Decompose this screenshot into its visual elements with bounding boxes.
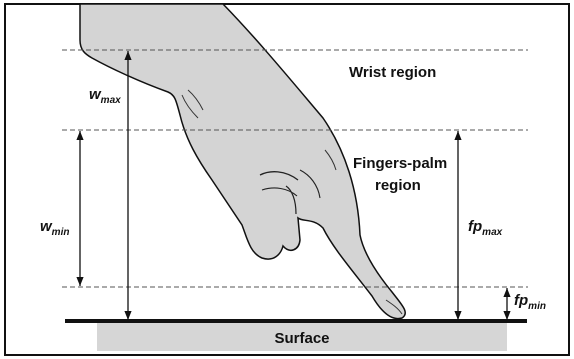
fp-max-subscript: max — [482, 227, 502, 238]
w-max-subscript: max — [101, 95, 121, 106]
w-min-subscript: min — [52, 227, 70, 238]
region-label: region — [375, 177, 421, 194]
fp-min-symbol: fp — [514, 292, 528, 309]
fp-min-label: fpmin — [514, 292, 546, 312]
wrist-region-label: Wrist region — [349, 64, 436, 81]
w-min-label: wmin — [40, 218, 69, 238]
fp-min-subscript: min — [528, 301, 546, 312]
w-max-label: wmax — [89, 86, 121, 106]
surface-label: Surface — [274, 330, 329, 347]
fp-max-label: fpmax — [468, 218, 503, 238]
fp-max-symbol: fp — [468, 218, 482, 235]
fingers-palm-label: Fingers-palm — [353, 155, 447, 172]
